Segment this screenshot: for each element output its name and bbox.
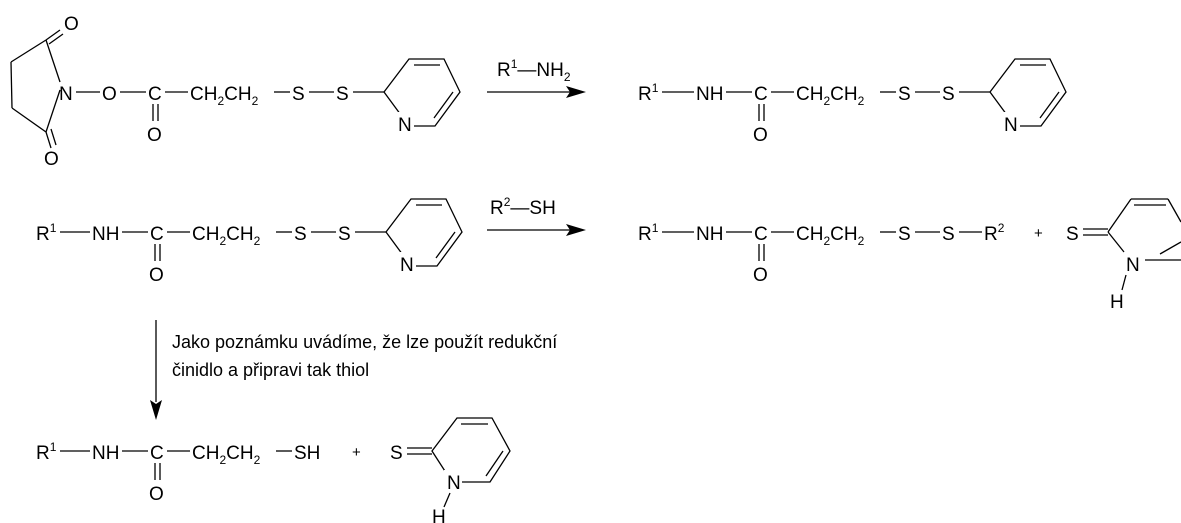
reagent-thiol: R2—SH [490, 195, 556, 219]
r1-group: R1 [638, 221, 659, 245]
atom-c: C [754, 224, 768, 245]
atom-o: O [64, 14, 79, 35]
atom-s: S [336, 84, 349, 105]
pyridine-ring [989, 58, 1067, 127]
note-line-1: Jako poznámku uvádíme, že lze použít red… [172, 332, 557, 352]
atom-nh: NH [696, 224, 723, 245]
atom-o: O [149, 265, 164, 286]
reaction-arrow-1: R1—NH2 [487, 57, 586, 98]
atom-c: C [150, 443, 164, 464]
r1-group: R1 [36, 221, 57, 245]
nhs-ester-reactant: O N O O C O CH2CH2 S S N [10, 14, 461, 170]
ring-bond [1107, 231, 1125, 253]
pyridine-thione-byproduct: S N H [390, 417, 511, 523]
ch2ch2-group: CH2CH2 [190, 84, 259, 108]
arrow-head [566, 224, 586, 236]
pyridine-ring [431, 417, 511, 483]
atom-o: O [147, 125, 162, 146]
atom-n: N [398, 115, 412, 136]
atom-nh: NH [92, 443, 119, 464]
label-mask [398, 252, 416, 270]
carbonyl-bond [48, 33, 64, 45]
atom-c: C [754, 84, 768, 105]
carbonyl-bond [45, 29, 61, 41]
ring-bond [11, 107, 47, 133]
ring-bond [1107, 198, 1132, 233]
ch2ch2-group: CH2CH2 [796, 224, 865, 248]
reduction-arrow [150, 320, 162, 420]
ch2ch2-group: CH2CH2 [796, 84, 865, 108]
plus-sign: + [1034, 225, 1043, 242]
arrow-head [150, 400, 162, 420]
ring-double-bond [1159, 241, 1181, 255]
atom-s: S [898, 84, 911, 105]
atom-o: O [753, 265, 768, 286]
reagent-amine: R1—NH2 [497, 57, 571, 84]
amide-reactant-2: R1 NH C O CH2CH2 S S N [36, 198, 463, 286]
pyridine-ring [383, 58, 461, 127]
ring-bond [10, 61, 13, 109]
ring-bond [10, 39, 47, 63]
carbonyl-bond [45, 131, 52, 149]
thiol-sh: SH [294, 443, 320, 464]
atom-c: C [148, 84, 162, 105]
atom-o: O [102, 84, 117, 105]
pyridine-thione-product: S N H [1066, 198, 1181, 313]
reaction-arrow-2: R2—SH [487, 195, 586, 236]
disulfide-product-2: R1 NH C O CH2CH2 S S R2 [638, 221, 1005, 286]
atom-n: N [1004, 115, 1018, 136]
ring-double-bond [433, 91, 454, 119]
atom-s: S [942, 224, 955, 245]
atom-s: S [338, 224, 351, 245]
atom-n: N [400, 255, 414, 276]
ring-bond [45, 39, 61, 83]
atom-s: S [390, 443, 403, 464]
bond [1121, 274, 1127, 291]
ring-bond [1167, 198, 1181, 223]
r1-group: R1 [638, 81, 659, 105]
label-mask [444, 470, 462, 488]
bond [443, 492, 451, 508]
label-mask [396, 112, 414, 130]
atom-s: S [898, 224, 911, 245]
atom-nh: NH [92, 224, 119, 245]
ring-double-bond [485, 450, 504, 477]
atom-nh: NH [696, 84, 723, 105]
atom-n: N [447, 473, 461, 494]
atom-o: O [149, 484, 164, 505]
thiol-product: R1 NH C O CH2CH2 SH [36, 440, 320, 505]
label-mask [1002, 112, 1020, 130]
amide-product-1: R1 NH C O CH2CH2 S S N [638, 58, 1067, 146]
atom-o: O [44, 149, 59, 170]
note-line-2: činidlo a připravi tak thiol [172, 360, 369, 380]
atom-o: O [753, 125, 768, 146]
atom-s: S [1066, 224, 1079, 245]
atom-s: S [292, 84, 305, 105]
ch2ch2-group: CH2CH2 [192, 224, 261, 248]
r1-group: R1 [36, 440, 57, 464]
r2-group: R2 [984, 221, 1005, 245]
atom-h: H [1110, 292, 1124, 313]
ring-double-bond [1039, 91, 1060, 119]
atom-c: C [150, 224, 164, 245]
ring-bond [45, 89, 61, 133]
ring-double-bond [435, 231, 456, 259]
pyridine-ring [385, 198, 463, 267]
atom-s: S [294, 224, 307, 245]
plus-sign: + [352, 444, 361, 461]
ch2ch2-group: CH2CH2 [192, 443, 261, 467]
atom-n: N [1126, 255, 1140, 276]
atom-s: S [942, 84, 955, 105]
carbonyl-bond [50, 128, 57, 146]
atom-h: H [432, 507, 446, 523]
arrow-head [566, 86, 586, 98]
atom-n: N [59, 84, 73, 105]
